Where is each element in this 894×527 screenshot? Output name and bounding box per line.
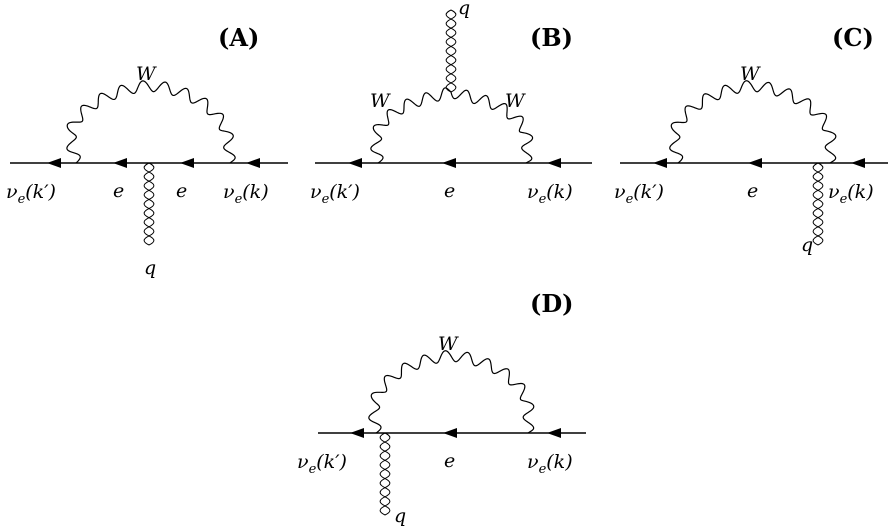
diagram-c-photon-q [812, 162, 824, 246]
diagram-a-w-label: W [136, 63, 157, 85]
diagram-d-right-label: νe(k) [527, 451, 573, 477]
diagram-a-arrow-4 [246, 158, 260, 168]
diagram-a-w-boson [66, 80, 236, 164]
diagram-c-right-label: νe(k) [828, 181, 874, 207]
diagram-a-title: (A) [218, 23, 259, 52]
diagram-c-left-label: νe(k′) [614, 181, 664, 207]
diagram-c-w-boson [669, 80, 837, 164]
diagram-c-w-label: W [740, 63, 761, 85]
diagram-d-arrow-1 [350, 428, 364, 438]
diagram-b-w-boson-left [370, 87, 452, 164]
diagram-a-left-label: νe(k′) [6, 181, 56, 207]
diagram-b-w-label-left: W [370, 90, 391, 112]
diagram-d-e-label: e [444, 450, 455, 472]
diagram-b-arrow-2 [442, 158, 456, 168]
diagram-d: (D) W e q νe(k′) νe(k) [297, 289, 586, 527]
diagram-a-photon-q [143, 162, 155, 246]
diagram-a-q-label: q [144, 257, 156, 279]
diagram-c-arrow-2 [748, 158, 762, 168]
diagram-a-e-label-2: e [176, 180, 187, 202]
diagram-b-q-label: q [458, 0, 470, 19]
diagram-a: (A) W e e q νe(k′) νe(k) [6, 23, 288, 279]
diagram-c-q-label: q [801, 234, 813, 256]
diagram-b-w-boson-right [450, 89, 534, 164]
diagram-d-arrow-3 [547, 428, 561, 438]
diagram-c: (C) W e q νe(k′) νe(k) [614, 23, 888, 256]
diagram-d-left-label: νe(k′) [297, 451, 347, 477]
diagram-a-e-label-1: e [113, 180, 124, 202]
diagram-b: (B) q W W e νe(k′) νe(k) [310, 0, 592, 207]
diagram-b-arrow-1 [348, 158, 362, 168]
diagram-b-title: (B) [530, 23, 573, 52]
diagram-c-arrow-3 [851, 158, 865, 168]
diagram-c-title: (C) [832, 23, 874, 52]
diagram-a-arrow-1 [47, 158, 61, 168]
diagram-d-w-boson [368, 350, 535, 434]
diagram-b-arrow-3 [547, 158, 561, 168]
diagram-d-title: (D) [530, 289, 574, 318]
diagram-d-w-label: W [438, 333, 459, 355]
diagram-a-arrow-3 [180, 158, 194, 168]
diagram-c-arrow-1 [653, 158, 667, 168]
diagram-b-e-label: e [444, 180, 455, 202]
diagram-d-photon-q [379, 432, 391, 516]
diagram-a-right-label: νe(k) [223, 181, 269, 207]
diagram-a-arrow-2 [113, 158, 127, 168]
diagram-b-w-label-right: W [505, 90, 526, 112]
diagram-d-arrow-2 [443, 428, 457, 438]
diagram-b-right-label: νe(k) [527, 181, 573, 207]
diagram-b-photon-q [445, 9, 457, 93]
diagram-b-left-label: νe(k′) [310, 181, 360, 207]
diagram-d-q-label: q [394, 505, 406, 527]
diagram-c-e-label: e [747, 180, 758, 202]
